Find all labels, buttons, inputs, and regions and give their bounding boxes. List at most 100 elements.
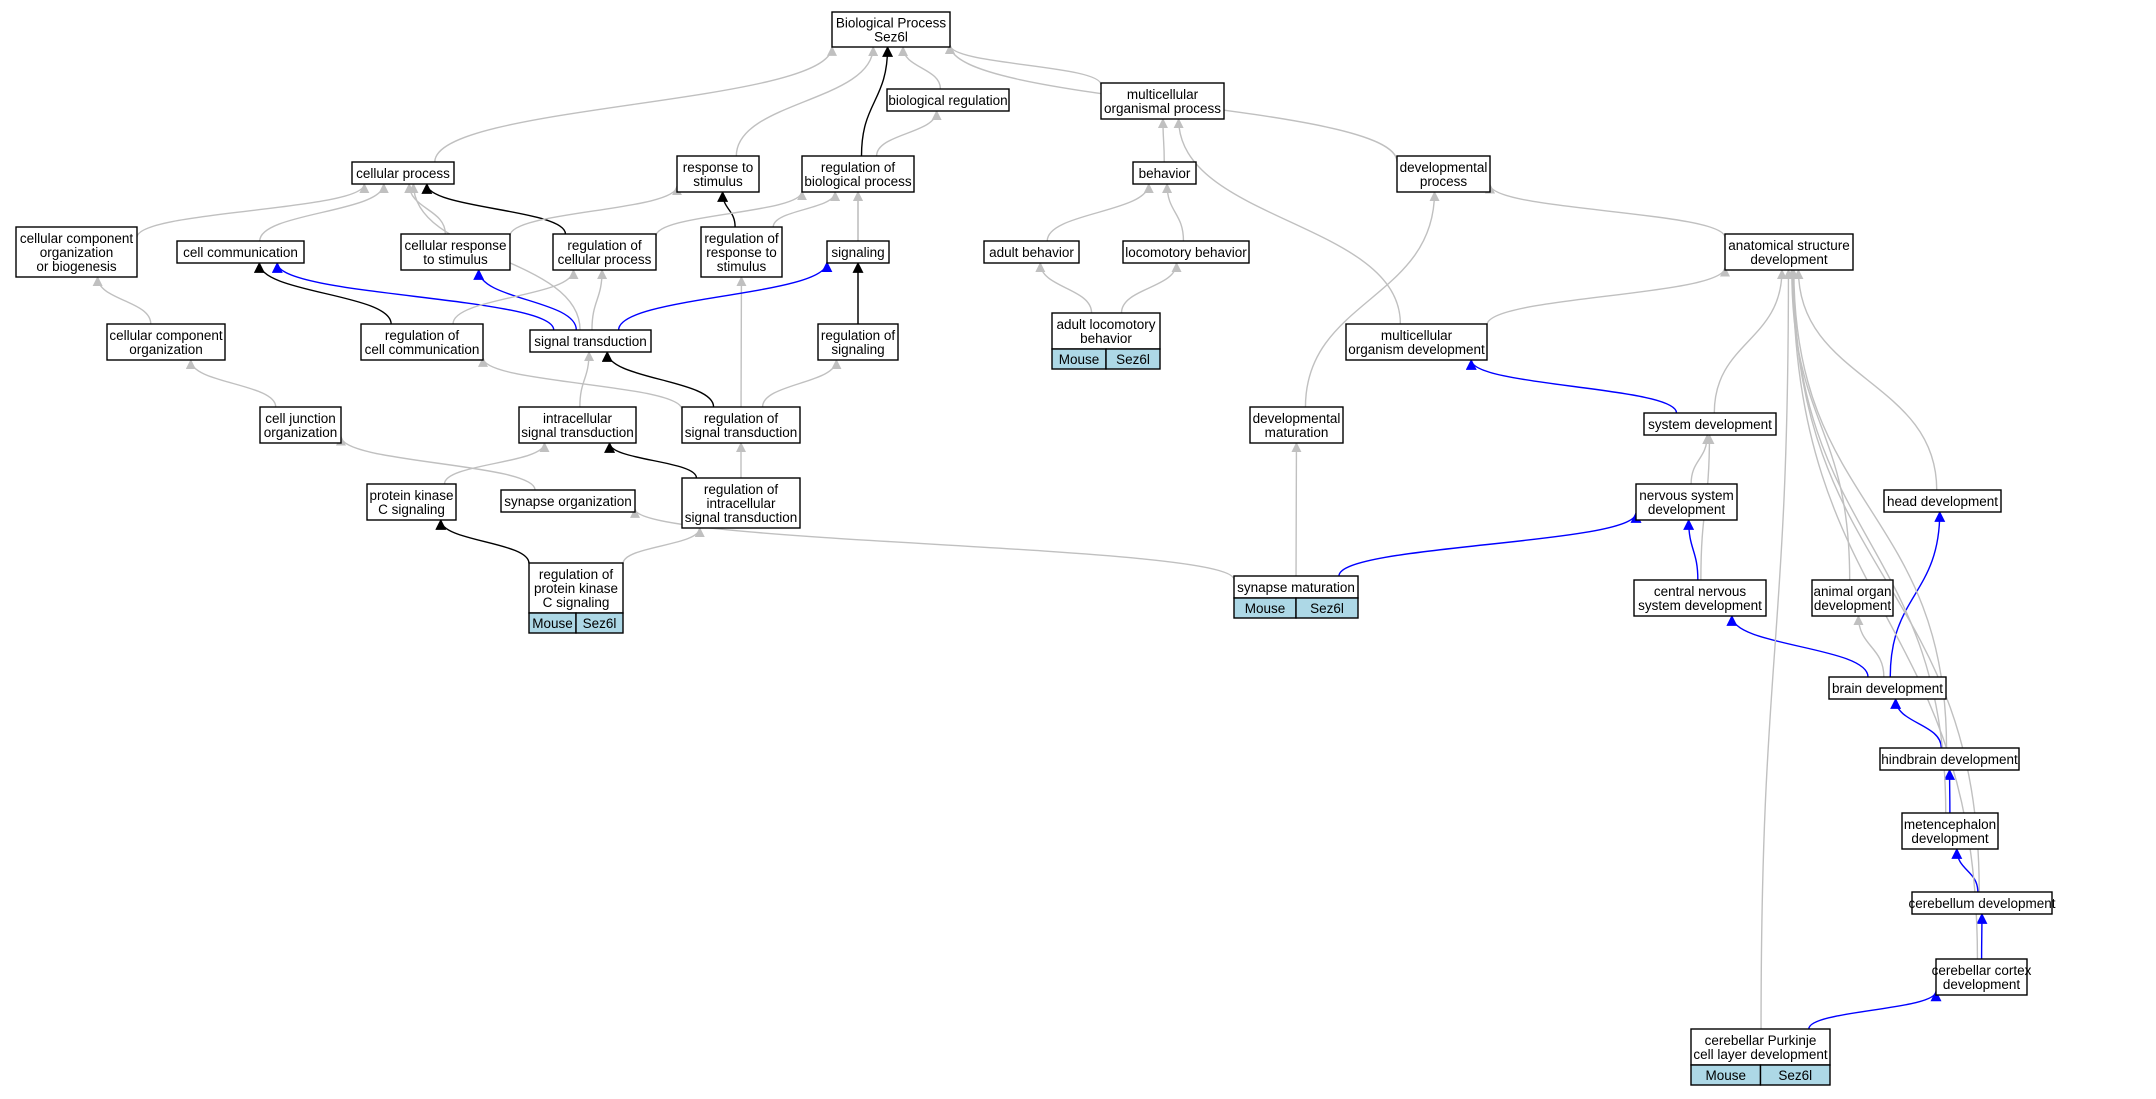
edge-line (1890, 697, 1943, 749)
gene-tag[interactable]: Sez6l (575, 612, 624, 634)
edge-reg-pkc-to-reg-intra-sig (622, 527, 705, 564)
go-term-cell-comm[interactable]: cell communication (176, 240, 305, 264)
term-box (1635, 483, 1738, 521)
go-term-loco-behavior[interactable]: locomotory behavior (1122, 240, 1250, 264)
edge-cell-comm-to-cell-proc (259, 183, 389, 242)
edge-line (1726, 614, 1869, 678)
edge-multi-org-proc-to-bp (945, 44, 1102, 86)
go-term-adult-behavior[interactable]: adult behavior (983, 240, 1080, 264)
edge-line (136, 183, 370, 238)
term-label-line: organism development (1348, 342, 1485, 357)
edge-reg-sig-trans-to-reg-signaling (761, 359, 842, 408)
term-label-line: signal transduction (534, 334, 647, 349)
gene-tag[interactable]: Sez6l (1295, 597, 1359, 619)
term-label-line: stimulus (693, 174, 743, 189)
species-tag[interactable]: Mouse (1233, 597, 1297, 619)
edge-syn-org-to-cell-junction (336, 435, 536, 491)
edge-line (473, 268, 578, 331)
go-term-hindbrain-dev[interactable]: hindbrain development (1879, 747, 2020, 771)
edge-reg-resp-stim-to-reg-bio-proc (772, 191, 841, 228)
term-label-line: system development (1638, 598, 1762, 613)
gene-tag[interactable]: Sez6l (1105, 348, 1161, 370)
go-term-brain-dev[interactable]: brain development (1828, 676, 1947, 700)
go-term-signal-trans[interactable]: signal transduction (529, 329, 652, 353)
go-term-cerebellum-dev[interactable]: cerebellum development (1908, 891, 2056, 915)
term-label-line: process (1420, 174, 1468, 189)
species-tag[interactable]: Mouse (1051, 348, 1107, 370)
edge-line (1304, 191, 1440, 408)
tag-cell (1105, 348, 1161, 370)
term-label-line: adult behavior (989, 245, 1074, 260)
term-label-line: intracellular (543, 411, 613, 426)
edge-line (717, 190, 736, 228)
edge-cell-proc-to-bp (434, 45, 837, 163)
edge-line (1788, 269, 1947, 814)
term-label-line: regulation of (539, 567, 614, 582)
edge-line (271, 261, 555, 331)
go-term-bio-reg[interactable]: biological regulation (886, 88, 1010, 112)
edge-line (630, 507, 1235, 580)
term-label-line: developmental (1253, 411, 1341, 426)
term-box (1911, 891, 2053, 915)
term-box (1879, 747, 2020, 771)
gene-tag[interactable]: Sez6l (1759, 1064, 1831, 1086)
edge-line (259, 183, 389, 242)
edge-line (579, 351, 595, 408)
species-tag[interactable]: Mouse (528, 612, 577, 634)
edge-multi-org-dev-to-multi-org-proc (1173, 118, 1402, 325)
species-tag[interactable]: Mouse (1690, 1064, 1762, 1086)
edge-purkinje-dev-to-anat-struct-dev (1760, 269, 1794, 1030)
term-box (1122, 240, 1250, 264)
edge-syn-mat-to-syn-org (630, 507, 1235, 580)
term-box (351, 161, 455, 185)
go-term-signaling[interactable]: signaling (826, 240, 890, 264)
go-term-head-dev[interactable]: head development (1883, 489, 2002, 513)
term-label-line: organization (40, 245, 114, 260)
edge-layer (92, 43, 1988, 1030)
edge-cerebellum-dev-to-metenceph-dev (1951, 847, 1979, 893)
go-term-behavior[interactable]: behavior (1132, 161, 1197, 185)
term-box (1901, 812, 1999, 850)
edge-cc-org-bio-to-cell-proc (136, 183, 370, 238)
edge-line (945, 44, 1102, 86)
go-term-sys-dev[interactable]: system development (1643, 412, 1777, 436)
edge-line (443, 442, 550, 485)
go-term-cell-proc[interactable]: cellular process (351, 161, 455, 185)
go-term-syn-org[interactable]: synapse organization (500, 489, 636, 513)
term-label-line: Sez6l (874, 30, 908, 45)
term-label-line: signal transduction (521, 425, 634, 440)
term-label-line: metencephalon (1904, 817, 1996, 832)
term-box (106, 323, 226, 361)
